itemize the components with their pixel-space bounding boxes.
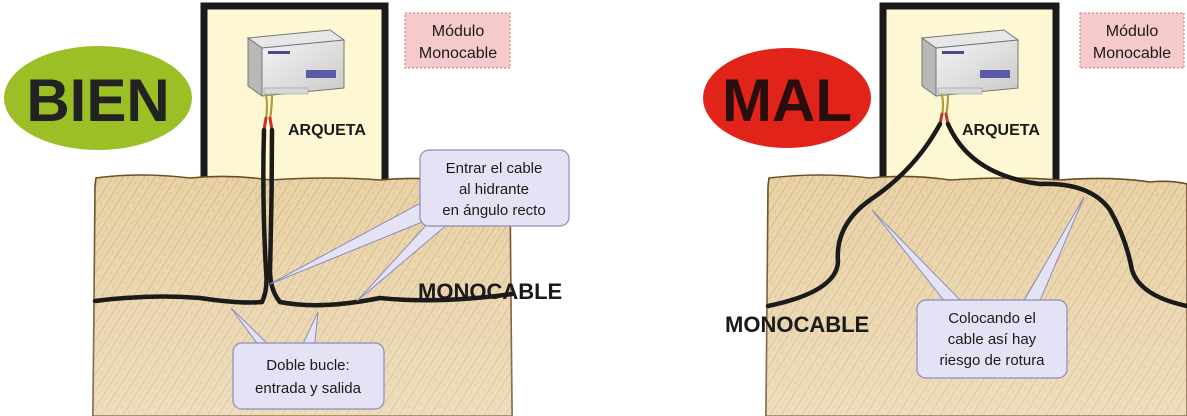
- cable-icon-right: [765, 93, 1187, 309]
- mal-badge-text: MAL: [722, 67, 852, 134]
- module-label-line-2: Monocable: [419, 45, 497, 62]
- callout-angle-line-2: al hidrante: [459, 181, 529, 198]
- arqueta-label: ARQUETA: [288, 122, 366, 139]
- module-label-box: [404, 12, 511, 69]
- right-panel: Colocando el cable así hay riesgo de rot…: [703, 2, 1187, 416]
- module-label-line-1: Módulo: [432, 23, 485, 40]
- monocable-label-right: MONOCABLE: [725, 312, 869, 337]
- callout-loop-line-2: entrada y salida: [255, 380, 362, 397]
- bien-badge: [4, 46, 192, 150]
- callout-risk-box: [916, 299, 1068, 379]
- control-module-icon: [246, 29, 346, 97]
- control-module-icon-right: [920, 29, 1020, 97]
- callout-loop-box: [232, 342, 385, 410]
- callout-risk-line-3: riesgo de rotura: [939, 352, 1045, 369]
- module-label-right-line-2: Monocable: [1093, 45, 1171, 62]
- monocable-label: MONOCABLE: [418, 279, 562, 304]
- callout-angle-line-3: en ángulo recto: [442, 202, 545, 219]
- module-label-right-line-1: Módulo: [1106, 23, 1159, 40]
- callout-risk-line-1: Colocando el: [948, 310, 1036, 327]
- arqueta-label-right: ARQUETA: [962, 122, 1040, 139]
- cable-icon: [92, 93, 515, 308]
- mal-badge: [703, 48, 871, 148]
- bien-badge-text: BIEN: [26, 67, 169, 134]
- callout-risk-line-2: cable así hay: [948, 331, 1037, 348]
- module-label-box-right: [1079, 12, 1185, 69]
- callout-angle-box: [419, 149, 570, 227]
- callout-angle-line-1: Entrar el cable: [446, 160, 543, 177]
- callout-loop-line-1: Doble bucle:: [266, 357, 349, 374]
- left-panel: Entrar el cable al hidrante en ángulo re…: [4, 2, 570, 416]
